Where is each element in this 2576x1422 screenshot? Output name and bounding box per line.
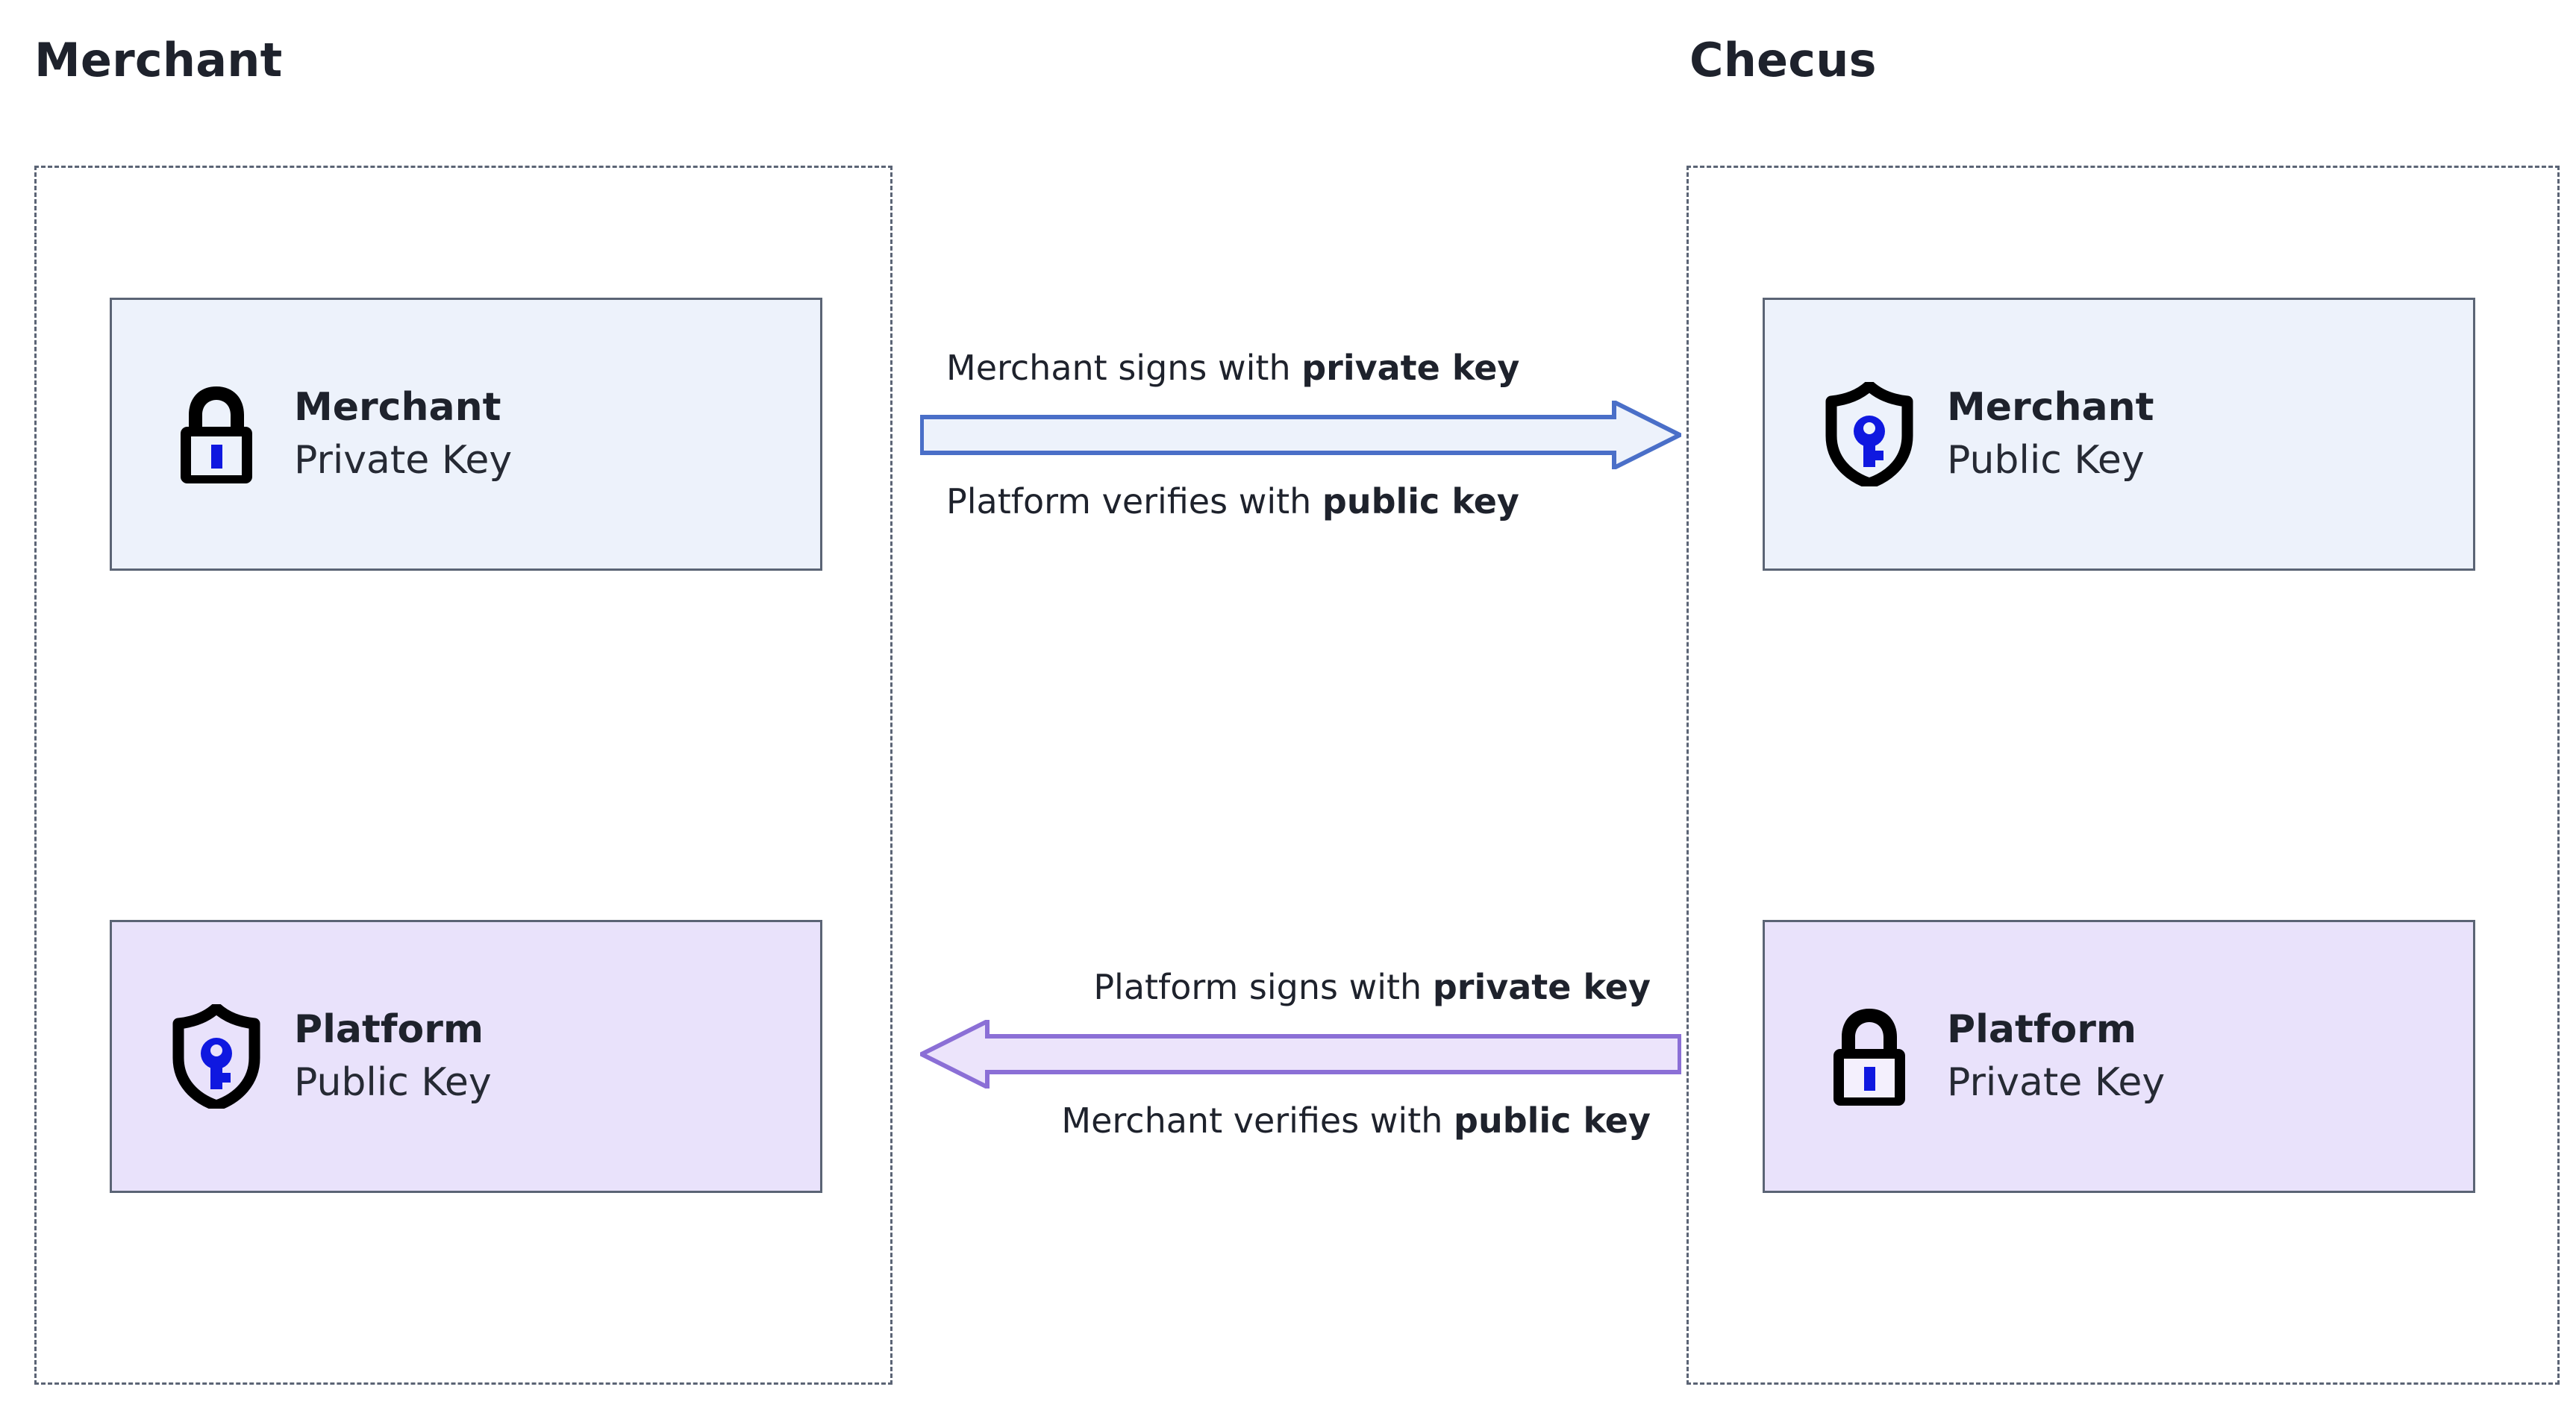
flow-top-label-below-prefix: Platform verifies with: [946, 480, 1322, 521]
card-title: Platform: [1947, 1006, 2137, 1052]
column-title-merchant: Merchant: [34, 33, 283, 87]
column-title-checus: Checus: [1689, 33, 1877, 87]
flow-bottom-label-above-prefix: Platform signs with: [1093, 967, 1433, 1007]
card-subtitle: Private Key: [294, 438, 513, 483]
card-text: Platform Private Key: [1947, 1007, 2165, 1106]
zone-checus: [1686, 166, 2560, 1385]
card-platform-public-key[interactable]: Platform Public Key: [110, 920, 822, 1193]
card-subtitle: Public Key: [294, 1060, 492, 1105]
flow-bottom-label-below-prefix: Merchant verifies with: [1061, 1100, 1454, 1141]
card-subtitle: Public Key: [1947, 438, 2145, 483]
flow-platform-to-merchant: Platform signs with private key Merchant…: [903, 968, 1681, 1141]
flow-bottom-label-below: Merchant verifies with public key: [903, 1100, 1679, 1141]
flow-top-label-above-strong: private key: [1301, 348, 1520, 388]
shield-key-icon: [1825, 382, 1913, 486]
card-text: Merchant Public Key: [1947, 385, 2154, 484]
card-platform-private-key[interactable]: Platform Private Key: [1763, 920, 2475, 1193]
arrow-right-icon: [920, 400, 1681, 469]
flow-bottom-label-below-strong: public key: [1454, 1100, 1651, 1141]
card-text: Merchant Private Key: [294, 385, 512, 484]
padlock-icon: [1833, 1009, 1905, 1106]
card-subtitle: Private Key: [1947, 1060, 2166, 1105]
flow-top-label-above: Merchant signs with private key: [903, 349, 1679, 387]
flow-top-label-below-strong: public key: [1322, 480, 1519, 521]
flow-merchant-to-platform: Merchant signs with private key Platform…: [903, 349, 1681, 521]
card-title: Merchant: [294, 384, 501, 430]
zone-merchant: [34, 166, 892, 1385]
flow-top-label-above-prefix: Merchant signs with: [946, 348, 1302, 388]
card-title: Merchant: [1947, 384, 2154, 430]
card-merchant-private-key[interactable]: Merchant Private Key: [110, 298, 822, 571]
card-title: Platform: [294, 1006, 484, 1052]
shield-key-icon: [172, 1004, 260, 1109]
padlock-icon: [181, 386, 252, 483]
arrow-left-icon: [920, 1019, 1681, 1089]
flow-bottom-label-above: Platform signs with private key: [903, 968, 1679, 1006]
card-text: Platform Public Key: [294, 1007, 492, 1106]
flow-top-label-below: Platform verifies with public key: [903, 480, 1679, 521]
flow-bottom-label-above-strong: private key: [1432, 967, 1651, 1007]
card-merchant-public-key[interactable]: Merchant Public Key: [1763, 298, 2475, 571]
